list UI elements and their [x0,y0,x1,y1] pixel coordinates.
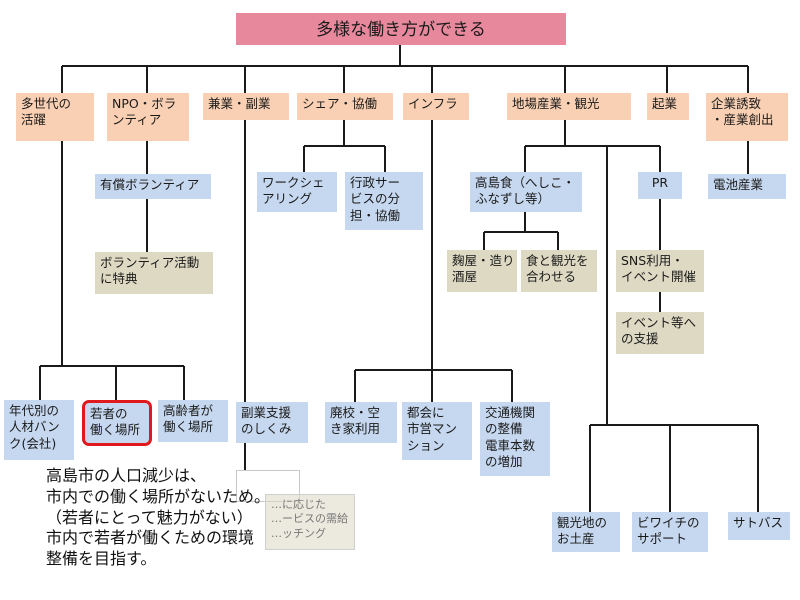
item-nendai-line3: ク(会社) [9,435,57,451]
note-line-2: 市内での働く場所がないため。 [46,486,271,506]
category-kengyo: 兼業・副業 [203,93,289,120]
item-event-shien-line2: の支援 [621,331,659,347]
root-goal-box: 多様な働き方ができる [236,13,566,45]
item-tokai-shiei-mansion: 都会に 市営マン ション [402,402,472,460]
item-fukugyo-line1: 副業支援 [241,405,292,420]
category-npo: NPO・ボラ ンティア [107,93,189,141]
item-kojiya-line1: 麹屋・造り [452,253,515,268]
item-service-matching-obscured: …に応じた …ービスの需給 …ッチング [265,494,355,550]
category-yuchi-line1: 企業誘致 [711,96,762,111]
item-worksharing-line1: ワークシェ [262,175,325,190]
category-tasedai-line1: 多世代の [21,96,72,111]
item-pr: PR [638,172,682,199]
item-volunteer-tokuten-line2: に特典 [100,271,138,287]
category-tasedai-line2: 活躍 [21,112,47,128]
item-shoku-kanko-line1: 食と観光を [526,253,589,268]
item-tokai-line1: 都会に [407,405,445,420]
item-kotsu-line3: 電車本数 [485,437,536,453]
item-kojiya: 麹屋・造り 酒屋 [447,250,517,292]
item-kotsu-kikan: 交通機関 の整備 電車本数 の増加 [480,402,550,476]
ghost-line3: …ッチング [271,526,326,540]
category-npo-line2: ンティア [112,112,162,128]
item-sns-event-line2: イベント開催 [621,269,697,285]
item-sns-event: SNS利用・ イベント開催 [616,250,704,292]
item-volunteer-tokuten-line1: ボランティア活動 [100,255,200,270]
category-yuchi-line2: ・産業創出 [711,112,774,128]
item-wakamono-hataraku-basho: 若者の 働く場所 [82,400,152,446]
category-yuchi: 企業誘致 ・産業創出 [706,93,788,141]
item-fukugyo-shien: 副業支援 のしくみ [236,402,308,443]
item-biwaichi-line1: ビワイチの [637,515,700,530]
item-nendai-jinzai-bank: 年代別の 人材バン ク(会社) [4,400,74,460]
item-event-shien-line1: イベント等へ [621,315,697,330]
item-worksharing-line2: アリング [262,191,313,207]
item-gyosei-line1: 行政サー [350,175,401,190]
item-gyosei-line3: 担・協働 [350,207,401,223]
note-line-4: 市内で若者が働くための環境 [46,528,255,548]
item-kotsu-line4: の増加 [485,453,523,469]
item-koreisha-line1: 高齢者が [163,403,214,418]
item-nendai-line1: 年代別の [9,403,60,418]
item-nendai-line2: 人材バン [9,419,60,435]
category-jiba: 地場産業・観光 [507,93,631,120]
item-sns-event-line1: SNS利用・ [621,253,684,268]
note-line-5: 整備を目指す。 [46,549,157,569]
category-infra: インフラ [403,93,469,120]
item-kojiya-line2: 酒屋 [452,269,478,285]
item-gyosei-line2: ビスの分 [350,191,401,207]
item-koreisha-line2: 働く場所 [163,419,214,435]
overlay-note: 高島市の人口減少は、 市内での働く場所がないため。 （若者にとって魅力がない） … [46,466,314,570]
item-takashima-shoku-line2: ふなずし等） [475,191,551,207]
category-kigyo: 起業 [647,93,689,120]
item-kankochi-omiyage: 観光地の お土産 [552,512,620,552]
category-tasedai: 多世代の 活躍 [16,93,94,141]
item-wakamono-line2: 働く場所 [90,422,141,438]
item-kotsu-line2: の整備 [485,421,523,437]
item-gyosei-service: 行政サー ビスの分 担・協働 [345,172,423,230]
item-worksharing: ワークシェ アリング [257,172,337,212]
item-haiko-line1: 廃校・空 [330,405,381,420]
item-takashima-shoku-line1: 高島食（へしこ・ [475,175,576,190]
item-denchi-sangyo: 電池産業 [708,174,786,199]
category-npo-line1: NPO・ボラ [112,96,177,111]
item-shoku-kanko: 食と観光を 合わせる [521,250,597,292]
ghost-line2: …ービスの需給 [271,512,348,526]
item-yusho-volunteer: 有償ボランティア [95,174,211,199]
item-kotsu-line1: 交通機関 [485,405,536,420]
item-fukugyo-line2: のしくみ [241,421,292,437]
item-sato-bus: サトバス [728,512,790,540]
item-takashima-shoku: 高島食（へしこ・ ふなずし等） [470,172,582,212]
item-omiyage-line2: お土産 [557,531,595,547]
item-biwaichi-line2: サポート [637,531,688,547]
item-biwaichi-support: ビワイチの サポート [632,512,708,552]
item-shoku-kanko-line2: 合わせる [526,269,577,285]
item-tokai-line3: ション [407,437,445,453]
category-share: シェア・協働 [297,93,393,120]
item-koreisha-hataraku-basho: 高齢者が 働く場所 [158,400,228,442]
item-volunteer-tokuten: ボランティア活動 に特典 [95,252,213,294]
item-event-shien: イベント等へ の支援 [616,312,704,354]
item-haiko-akiya: 廃校・空 き家利用 [325,402,397,443]
item-haiko-line2: き家利用 [330,421,381,437]
note-line-3: （若者にとって魅力がない） [46,507,253,527]
item-omiyage-line1: 観光地の [557,515,608,530]
note-line-1: 高島市の人口減少は、 [46,466,207,485]
item-wakamono-line1: 若者の [90,406,128,421]
ghost-line1: …に応じた [271,498,326,511]
item-tokai-line2: 市営マン [407,421,458,437]
